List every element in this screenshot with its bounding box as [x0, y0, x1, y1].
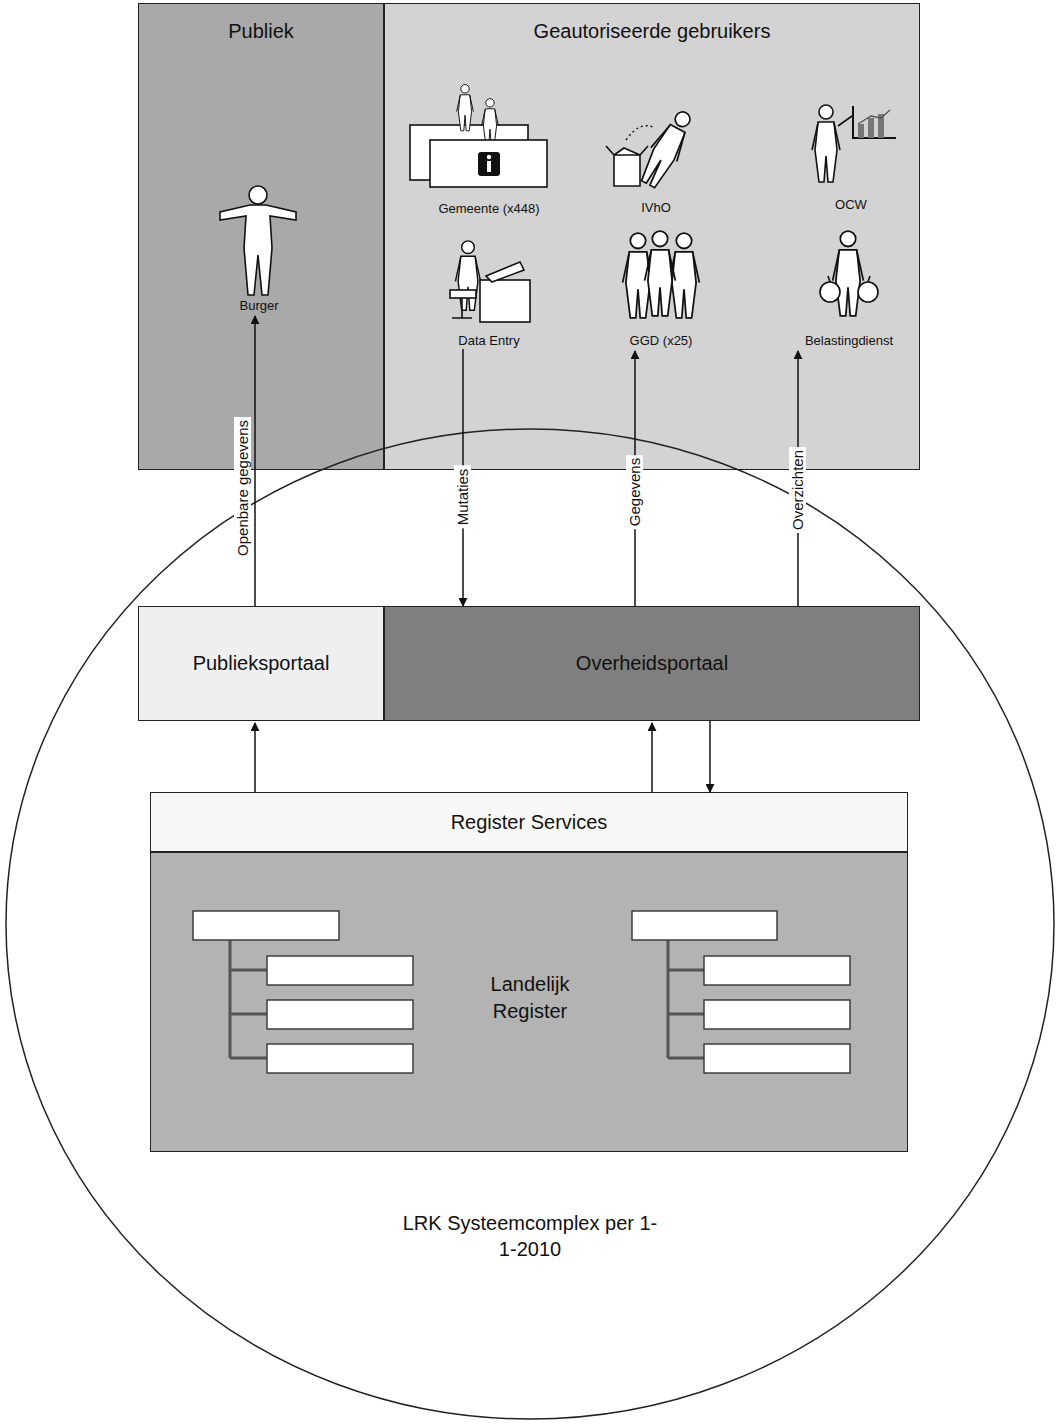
- group-title: Publiek: [139, 4, 383, 43]
- portal-box: Publieksportaal: [138, 606, 384, 721]
- actor-label: Burger: [239, 298, 278, 313]
- actor-label: Belastingdienst: [805, 333, 893, 348]
- edge-label-holder: Mutaties: [454, 466, 472, 529]
- label-holder: Data Entry: [414, 331, 564, 349]
- services-band: Register Services: [150, 792, 908, 852]
- connector-arrow: [254, 723, 256, 792]
- actor-icon: IVhO: [581, 93, 731, 216]
- box-label: Publieksportaal: [193, 652, 330, 675]
- label-holder: Belastingdienst: [774, 331, 924, 349]
- edge-label: Overzichten: [789, 447, 806, 533]
- group-panel: Geautoriseerde gebruikersGemeente (x448)…: [384, 3, 920, 470]
- box-label: Register Services: [451, 811, 608, 834]
- system-caption: LRK Systeemcomplex per 1-1-2010: [400, 1210, 660, 1262]
- label-holder: IVhO: [581, 198, 731, 216]
- actor-icon: OCW: [776, 90, 926, 213]
- group-panel: PubliekBurger: [138, 3, 384, 470]
- actor-label: Gemeente (x448): [438, 201, 539, 216]
- register-tree: [193, 911, 850, 1073]
- ivho-icon: [606, 106, 699, 191]
- actor-label: GGD (x25): [630, 333, 693, 348]
- actor-icon: Gemeente (x448): [414, 94, 564, 217]
- edge-label-holder: Overzichten: [789, 447, 807, 533]
- edge-label-holder: Openbare gegevens: [234, 417, 252, 559]
- actor-icon: Data Entry: [414, 226, 564, 349]
- actor-label: IVhO: [641, 200, 671, 215]
- portal-box: Overheidsportaal: [384, 606, 920, 721]
- edge-label: Mutaties: [454, 466, 471, 529]
- label-holder: Gemeente (x448): [414, 199, 564, 217]
- group-title: Geautoriseerde gebruikers: [385, 4, 919, 43]
- actor-icon: Belastingdienst: [774, 226, 924, 349]
- edge-label: Openbare gegevens: [234, 417, 251, 559]
- ggd-icon: [623, 231, 700, 318]
- connector-arrow: [651, 723, 653, 792]
- ocw-icon: [812, 105, 896, 182]
- actor-icon: GGD (x25): [586, 226, 736, 349]
- edge-label-holder: Gegevens: [626, 455, 644, 529]
- actor-label: Data Entry: [458, 333, 519, 348]
- belastingdienst-icon: [820, 231, 878, 316]
- register-box: Landelijk Register: [150, 852, 908, 1152]
- box-label: Overheidsportaal: [576, 652, 728, 675]
- data-entry-icon: [450, 241, 530, 322]
- gemeente-icon: [410, 85, 547, 187]
- label-holder: OCW: [776, 195, 926, 213]
- register-label: Landelijk Register: [465, 971, 595, 1025]
- connector-arrow: [709, 721, 711, 792]
- actor-icon: Burger: [184, 191, 334, 314]
- system-ellipse: LRK Systeemcomplex per 1-1-2010 Publieksp…: [5, 428, 1055, 1420]
- label-holder: GGD (x25): [586, 331, 736, 349]
- connector-arrow: [254, 316, 256, 606]
- label-holder: Burger: [184, 296, 334, 314]
- actor-label: OCW: [835, 197, 867, 212]
- edge-label: Gegevens: [626, 455, 643, 529]
- burger-icon: [220, 186, 296, 295]
